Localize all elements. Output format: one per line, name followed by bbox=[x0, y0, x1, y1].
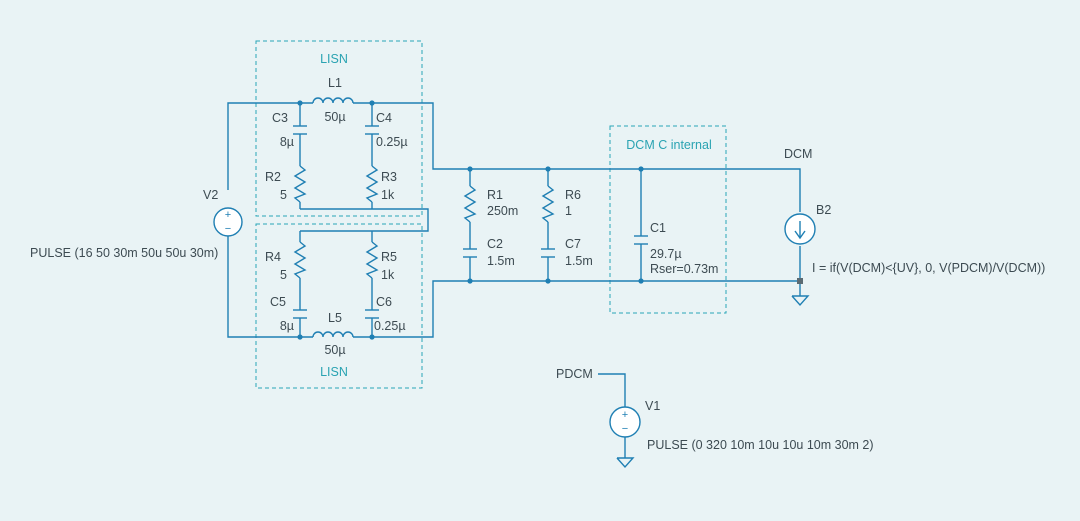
r4-value: 5 bbox=[280, 268, 287, 282]
l1-name: L1 bbox=[328, 76, 342, 90]
minus-sign: − bbox=[622, 423, 628, 435]
capacitor-c6 bbox=[365, 309, 379, 319]
c5-name: C5 bbox=[270, 295, 286, 309]
dcm-internal-box bbox=[609, 125, 727, 314]
voltage-source-v2: + − bbox=[213, 207, 243, 237]
c3-name: C3 bbox=[272, 111, 288, 125]
ground-icon bbox=[616, 457, 635, 469]
c5-value: 8µ bbox=[280, 319, 294, 333]
r5-value: 1k bbox=[381, 268, 395, 282]
c1-rser: Rser=0.73m bbox=[650, 262, 718, 276]
current-source-b2 bbox=[784, 213, 816, 245]
inductor-l1 bbox=[312, 97, 354, 104]
r3-name: R3 bbox=[381, 170, 397, 184]
capacitor-c3 bbox=[293, 125, 307, 135]
plus-sign: + bbox=[622, 409, 628, 421]
resistor-r6 bbox=[541, 185, 555, 223]
c7-name: C7 bbox=[565, 237, 581, 251]
wires bbox=[227, 102, 801, 458]
r2-value: 5 bbox=[280, 188, 287, 202]
c1-value: 29.7µ bbox=[650, 247, 682, 261]
v2-value: PULSE (16 50 30m 50u 50u 30m) bbox=[30, 246, 218, 260]
minus-sign: − bbox=[225, 223, 231, 235]
v1-name: V1 bbox=[645, 399, 660, 413]
capacitor-c2 bbox=[463, 248, 477, 258]
c2-value: 1.5m bbox=[487, 254, 515, 268]
lisn-bottom-box bbox=[255, 223, 423, 389]
l5-value: 50µ bbox=[324, 343, 345, 357]
l1-value: 50µ bbox=[324, 110, 345, 124]
plus-sign: + bbox=[225, 209, 231, 221]
r6-value: 1 bbox=[565, 204, 572, 218]
dcm-internal-label: DCM C internal bbox=[626, 138, 711, 152]
r3-value: 1k bbox=[381, 188, 395, 202]
resistor-r2 bbox=[293, 165, 307, 203]
junction-dots bbox=[297, 100, 803, 340]
c4-value: 0.25µ bbox=[376, 135, 408, 149]
c6-name: C6 bbox=[376, 295, 392, 309]
resistor-r3 bbox=[365, 165, 379, 203]
c3-value: 8µ bbox=[280, 135, 294, 149]
r2-name: R2 bbox=[265, 170, 281, 184]
r4-name: R4 bbox=[265, 250, 281, 264]
lisn-top-label: LISN bbox=[320, 52, 348, 66]
r6-name: R6 bbox=[565, 188, 581, 202]
c4-name: C4 bbox=[376, 111, 392, 125]
c6-value: 0.25µ bbox=[374, 319, 406, 333]
r1-name: R1 bbox=[487, 188, 503, 202]
c1-name: C1 bbox=[650, 221, 666, 235]
capacitor-c5 bbox=[293, 309, 307, 319]
resistor-r1 bbox=[463, 185, 477, 223]
capacitor-c7 bbox=[541, 248, 555, 258]
voltage-source-v1: + − bbox=[609, 406, 641, 438]
capacitor-c4 bbox=[365, 125, 379, 135]
resistor-r5 bbox=[365, 241, 379, 279]
c2-name: C2 bbox=[487, 237, 503, 251]
b2-name: B2 bbox=[816, 203, 831, 217]
ground-icon bbox=[791, 295, 810, 307]
l5-name: L5 bbox=[328, 311, 342, 325]
r5-name: R5 bbox=[381, 250, 397, 264]
resistor-r4 bbox=[293, 241, 307, 279]
c7-value: 1.5m bbox=[565, 254, 593, 268]
lisn-bottom-label: LISN bbox=[320, 365, 348, 379]
net-label-dcm: DCM bbox=[784, 147, 812, 161]
inductor-l5 bbox=[312, 331, 354, 338]
net-label-pdcm: PDCM bbox=[556, 367, 593, 381]
capacitor-c1 bbox=[634, 235, 648, 245]
lisn-top-box bbox=[255, 40, 423, 217]
v1-value: PULSE (0 320 10m 10u 10u 10m 30m 2) bbox=[647, 438, 874, 452]
v2-name: V2 bbox=[203, 188, 218, 202]
r1-value: 250m bbox=[487, 204, 518, 218]
b2-value: I = if(V(DCM)<{UV}, 0, V(PDCM)/V(DCM)) bbox=[812, 261, 1045, 275]
